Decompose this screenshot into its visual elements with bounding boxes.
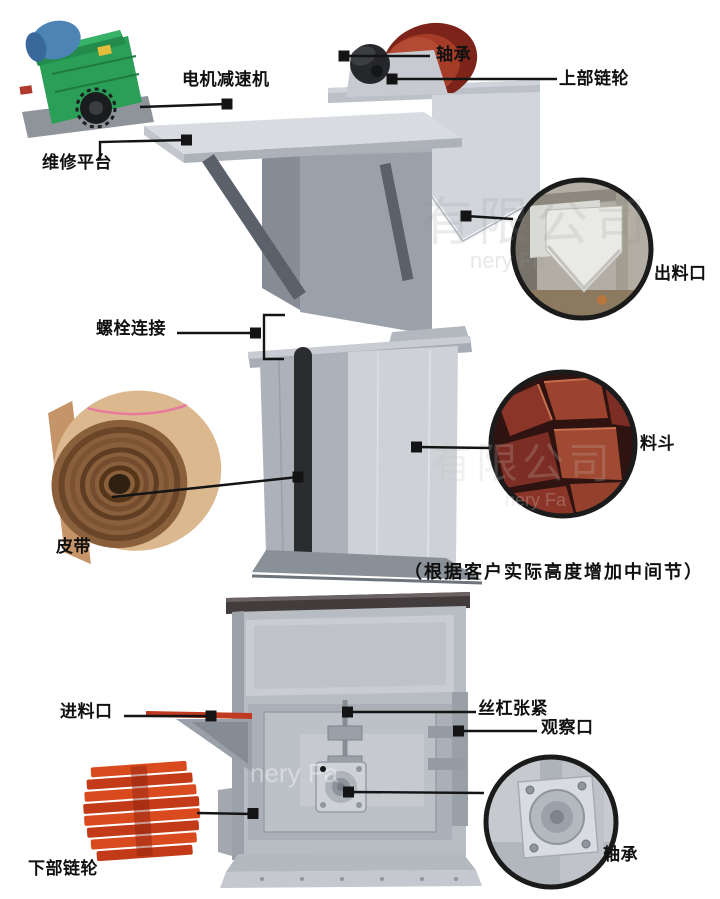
bearing-top-label: 轴承 <box>436 45 471 64</box>
callout-bearing-bottom <box>343 786 485 798</box>
callout-hopper <box>411 441 490 453</box>
watermark-en-top: nery Fa <box>470 248 545 273</box>
boot-section <box>146 592 482 888</box>
watermark: 有限公司 nery Fa 有限公司 nery Fa nery Fa <box>250 194 652 788</box>
callout-motor-reducer <box>139 98 233 110</box>
lower-sprocket-photo <box>83 760 201 862</box>
screw-tension-label: 丝杠张紧 <box>478 699 548 718</box>
callout-bolt-connection <box>177 313 285 361</box>
observation-port-label: 观察口 <box>541 718 594 737</box>
belt-roll-photo <box>48 390 222 565</box>
callout-feed-inlet <box>124 710 217 722</box>
upper-sprocket-label: 上部链轮 <box>559 69 629 88</box>
watermark-cn-top: 有限公司 <box>420 194 652 252</box>
discharge-outlet-label: 出料口 <box>654 264 707 283</box>
callout-screw-tension <box>342 706 476 718</box>
motor-reducer-photo <box>19 20 154 138</box>
feed-inlet-chute <box>146 711 252 772</box>
callout-lower-sprocket <box>196 808 259 819</box>
belt-label: 皮带 <box>56 537 91 556</box>
callout-belt <box>111 471 304 499</box>
bearing-photo <box>483 754 619 890</box>
middle-section <box>248 336 483 585</box>
middle-section-note: （根据客户实际高度增加中间节） <box>404 562 704 582</box>
maintenance-platform-label: 维修平台 <box>42 153 112 172</box>
callout-upper-sprocket <box>386 73 557 85</box>
callout-observation-port <box>453 725 537 737</box>
bearing-bottom-label: 轴承 <box>603 845 638 864</box>
belt-strip <box>294 347 312 562</box>
callout-bearing-top <box>338 50 430 62</box>
watermark-en-mid: nery Fa <box>505 490 567 510</box>
maintenance-platform <box>144 112 462 154</box>
callout-maintenance-platform <box>98 134 192 159</box>
motor-reducer-label: 电机减速机 <box>182 70 270 89</box>
hopper-label: 料斗 <box>640 434 675 453</box>
callout-discharge-outlet <box>460 210 514 222</box>
hopper-photo <box>488 369 638 519</box>
feed-inlet-label: 进料口 <box>60 702 113 721</box>
callout-lines <box>98 50 557 819</box>
bolt-connection-label: 螺栓连接 <box>96 319 166 338</box>
watermark-en-bottom: nery Fa <box>250 758 339 788</box>
lower-sprocket-label: 下部链轮 <box>28 859 98 878</box>
